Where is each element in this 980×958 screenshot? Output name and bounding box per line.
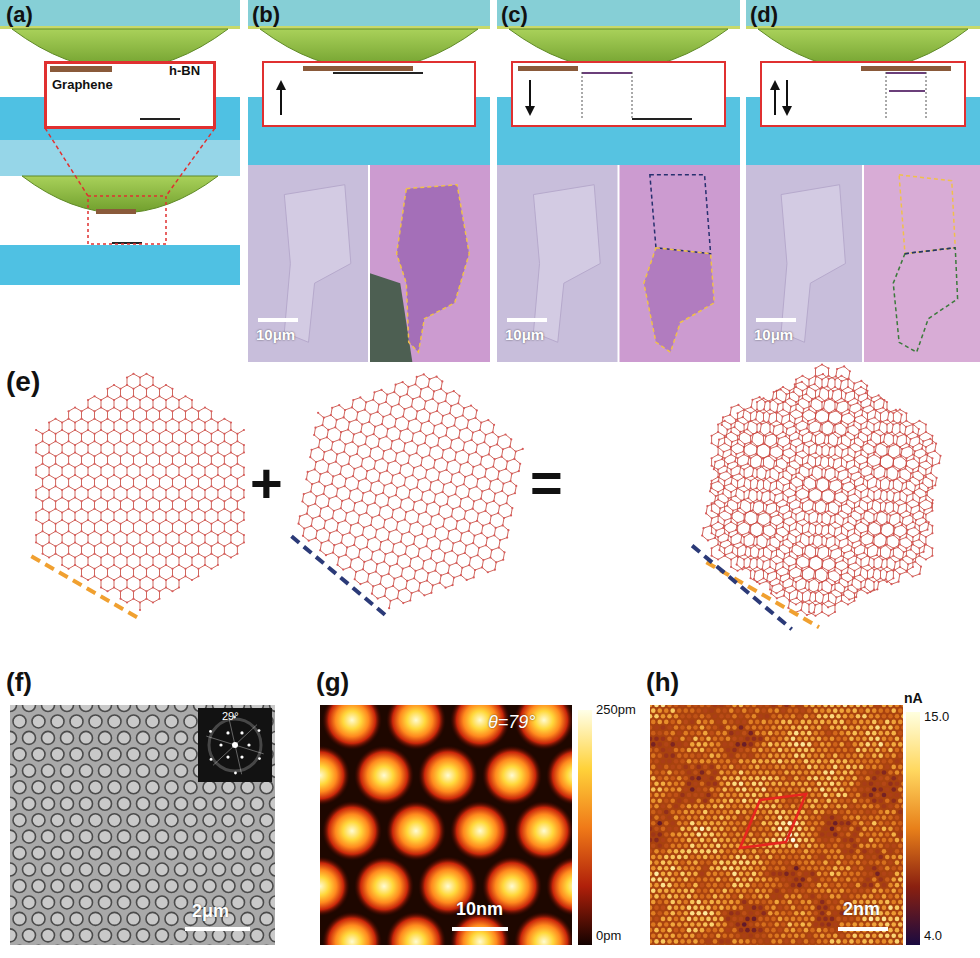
figure: Grapheneh-BN (a)(b)(c)(d)10μm10μm10μm(e)… <box>0 0 980 958</box>
